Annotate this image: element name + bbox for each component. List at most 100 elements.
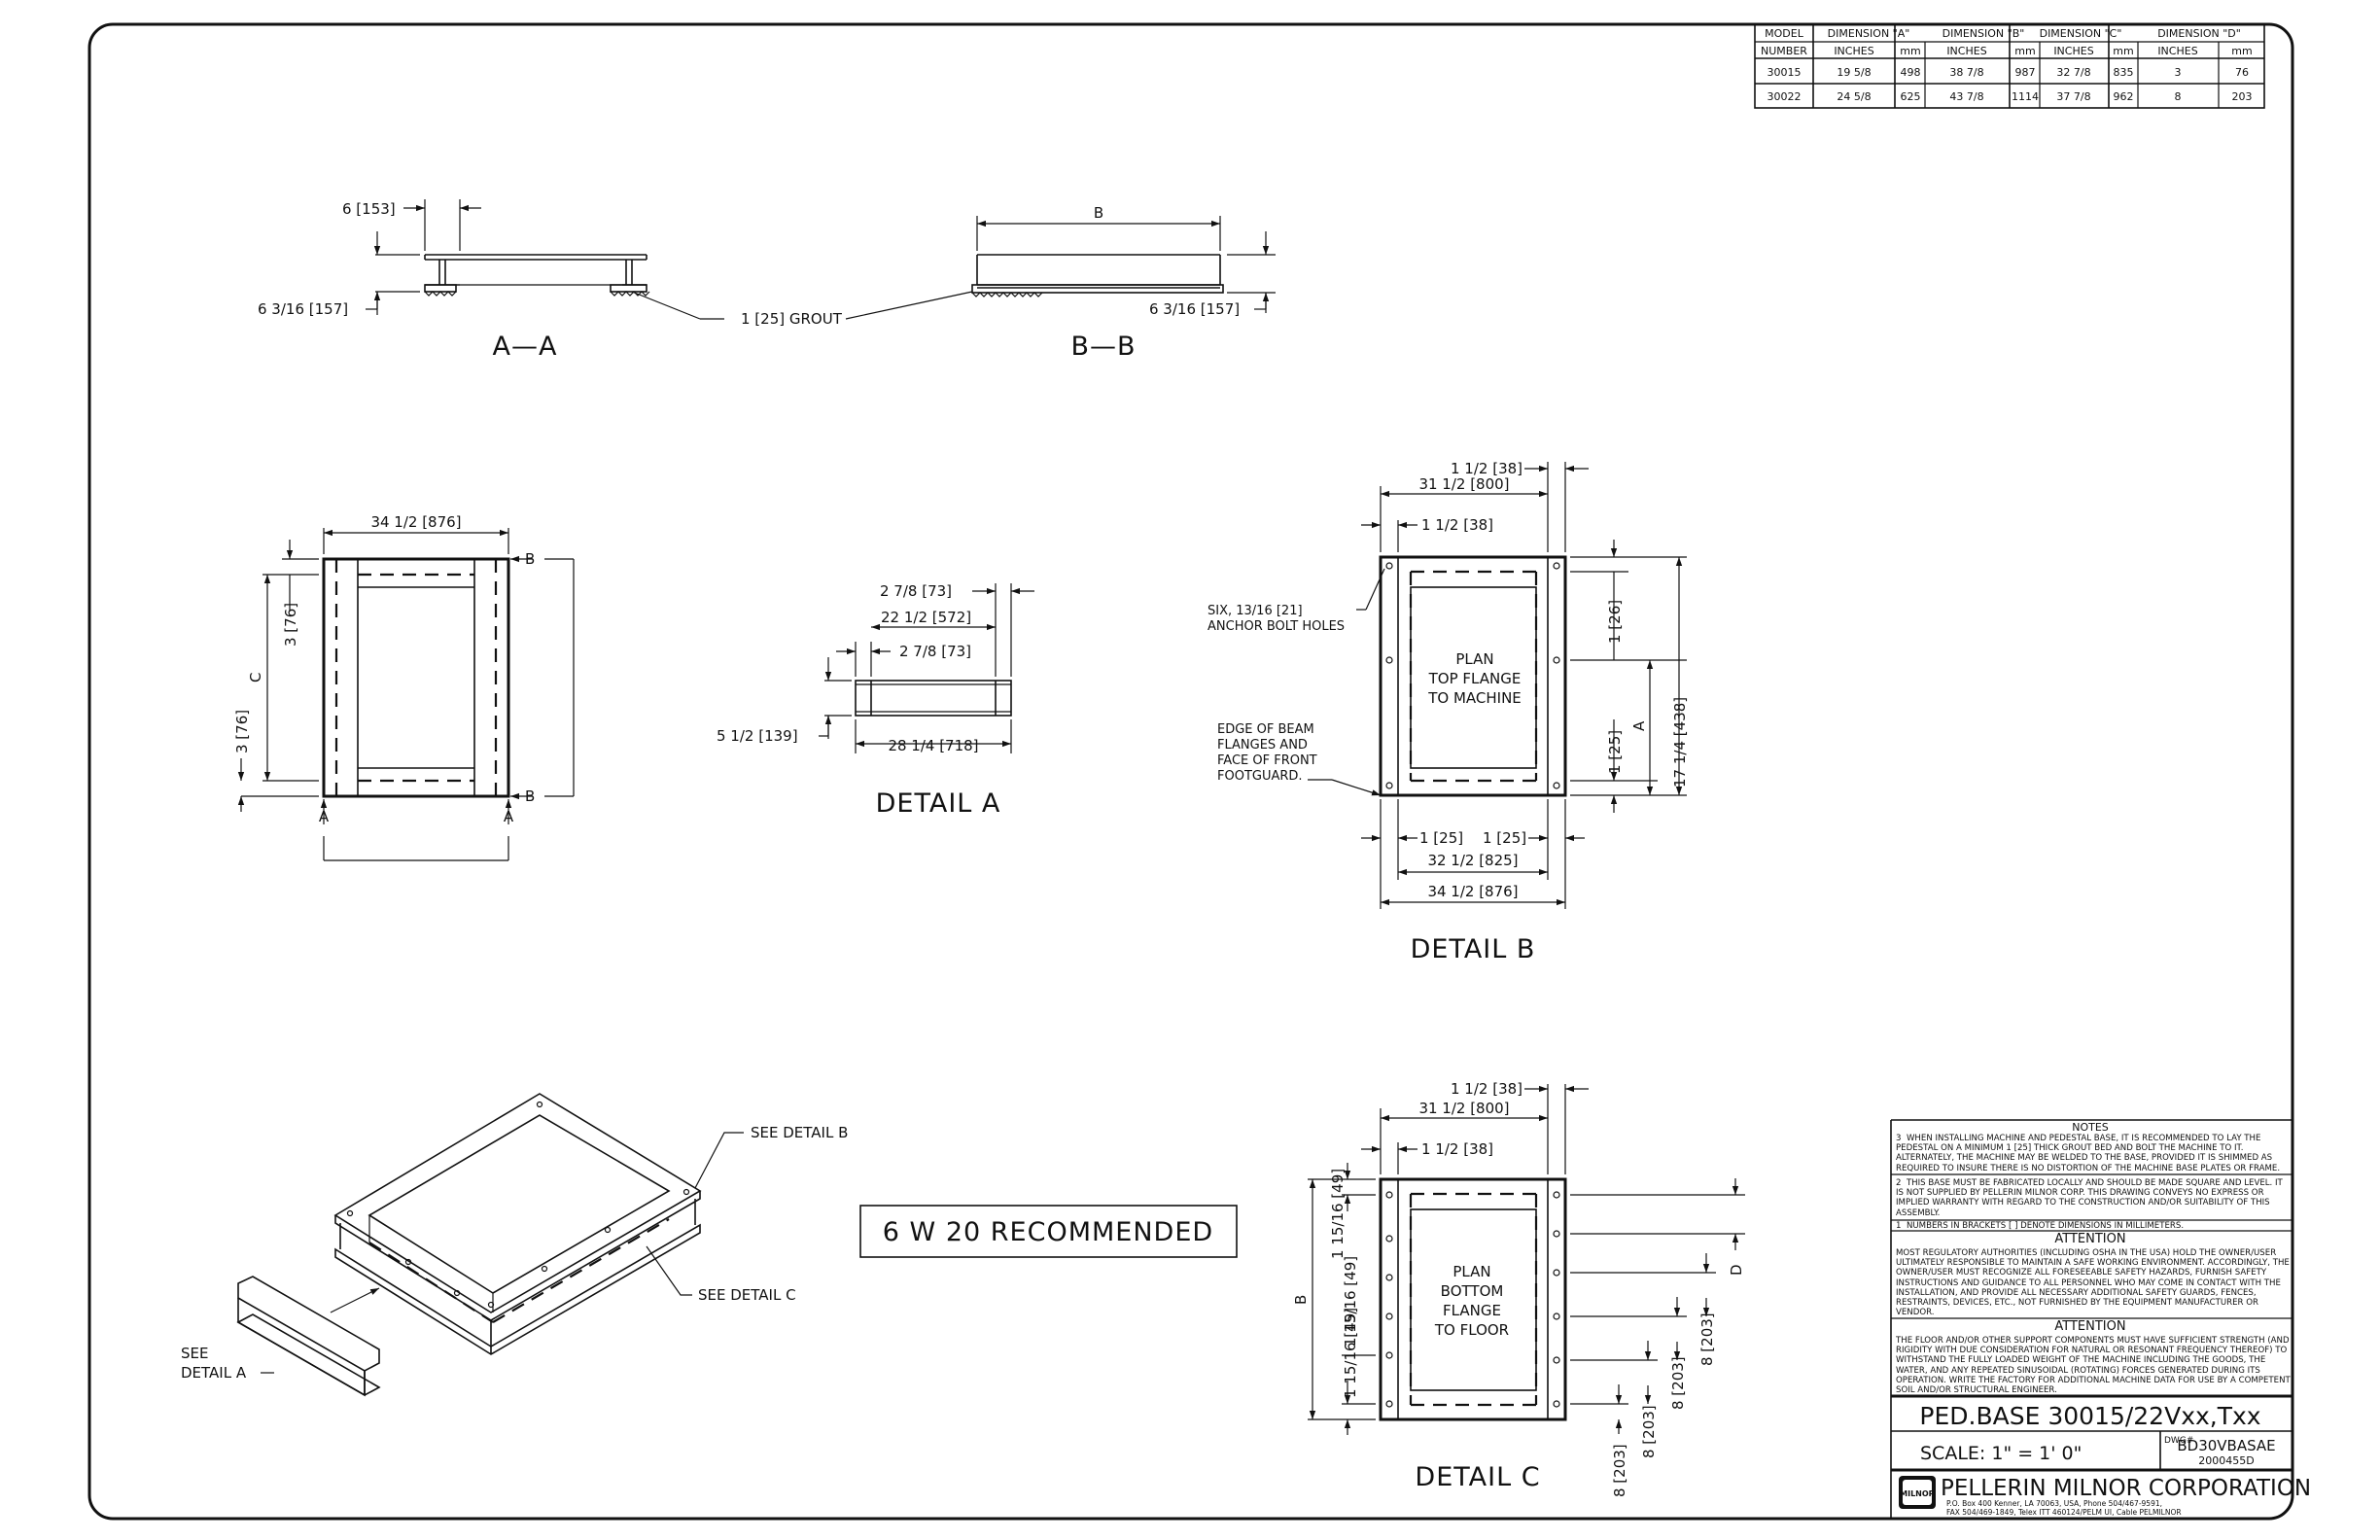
section-bb-dim-right: 6 3/16 [157] (1149, 300, 1240, 318)
plan-cut-b-top: B (525, 550, 535, 568)
detail-c-right4: 8 [203] (1611, 1444, 1628, 1497)
detail-a-d3: 2 7/8 [73] (899, 643, 971, 660)
drawing-title: PED.BASE 30015/22Vxx,Txx (1919, 1402, 2260, 1430)
detail-c-right2: 8 [203] (1669, 1356, 1687, 1410)
see-detail-c: SEE DETAIL C (698, 1286, 796, 1304)
detail-a-d1: 2 7/8 [73] (880, 582, 952, 600)
section-aa-title: A—A (493, 332, 558, 362)
table-cell: 987 (2015, 66, 2036, 79)
recommendation-text: 6 W 20 RECOMMENDED (883, 1217, 1213, 1247)
detail-a: 2 7/8 [73] 22 1/2 [572] 2 7/8 [73] 5 1/2… (717, 582, 1034, 819)
table-cell: 3 (2175, 66, 2182, 79)
attention-title: ATTENTION (2054, 1232, 2125, 1246)
table-subheader: mm (1900, 45, 1920, 57)
note-text: THIS BASE MUST BE FABRICATED LOCALLY AND… (1896, 1178, 2283, 1218)
table-subheader: INCHES (1946, 45, 1986, 57)
table-cell: 498 (1901, 66, 1921, 79)
section-a-a: 6 [153] 6 3/16 [157] 1 [25] GROUT A—A (258, 199, 973, 362)
section-bb-dim-top: B (1094, 204, 1103, 222)
table-cell: 76 (2235, 66, 2249, 79)
table-header-dim-c: DIMENSION "C" (2040, 27, 2122, 40)
attention-1: MOST REGULATORY AUTHORITIES (INCLUDING O… (1896, 1248, 2291, 1316)
table-cell: 962 (2114, 90, 2134, 103)
edge-of-beam-note: FACE OF FRONT (1217, 753, 1317, 768)
table-cell: 38 7/8 (1949, 66, 1983, 79)
table-cell: 8 (2175, 90, 2182, 103)
plan-view: 34 1/2 [876] 3 [76] C 3 [76] B B A A (233, 513, 575, 861)
detail-b-bot4: 34 1/2 [876] (1427, 883, 1518, 900)
dwg-sub-number: 2000455D (2198, 1454, 2254, 1467)
logo-text: MILNOR (1900, 1489, 1935, 1498)
detail-b-right-a: A (1630, 720, 1648, 731)
note-1: 1 NUMBERS IN BRACKETS [ ] DENOTE DIMENSI… (1896, 1221, 2291, 1231)
section-bb-title: B—B (1070, 332, 1136, 362)
detail-c-left3: 1 15/16 [49] (1342, 1308, 1359, 1398)
detail-c-plan-label: FLANGE (1443, 1302, 1501, 1319)
company-name: PELLERIN MILNOR CORPORATION (1941, 1476, 2311, 1501)
detail-c-top3: 1 1/2 [38] (1421, 1140, 1493, 1158)
table-header-dim-a: DIMENSION "A" (1828, 27, 1910, 40)
detail-b-top2: 31 1/2 [800] (1418, 475, 1509, 493)
company-address-2: FAX 504/469-1849, Telex ITT 460124/PELM … (1946, 1508, 2182, 1517)
section-aa-dim-top: 6 [153] (342, 200, 396, 218)
plan-height-c: C (247, 673, 264, 682)
plan-flange-bottom: 3 [76] (233, 710, 251, 753)
table-cell: 30015 (1768, 66, 1802, 79)
table-subheader: INCHES (1834, 45, 1873, 57)
detail-b-top1: 1 1/2 [38] (1451, 460, 1522, 477)
attention-title: ATTENTION (2054, 1319, 2125, 1334)
edge-of-beam-note: FOOTGUARD. (1217, 769, 1303, 784)
see-detail-a: SEE (181, 1345, 208, 1362)
drawing-border (88, 22, 2294, 1521)
table-subheader: mm (2113, 45, 2133, 57)
detail-b-bot3: 32 1/2 [825] (1427, 852, 1518, 869)
detail-c-plan-label: PLAN (1452, 1263, 1490, 1280)
table-cell: 835 (2114, 66, 2134, 79)
dwg-label: DWG# (2164, 1436, 2193, 1446)
see-detail-b: SEE DETAIL B (751, 1124, 848, 1141)
isometric-view: SEE DETAIL B SEE DETAIL C SEE DETAIL A (181, 1093, 848, 1397)
anchor-bolt-holes (1385, 562, 1560, 789)
detail-b-bot1: 1 [25] (1419, 829, 1463, 847)
detail-c-plan-label: BOTTOM (1441, 1282, 1504, 1300)
detail-c-left-b: B (1292, 1295, 1310, 1305)
detail-c-top2: 31 1/2 [800] (1418, 1100, 1509, 1117)
detail-c-plan-label: TO FLOOR (1434, 1321, 1509, 1339)
table-cell: 1114 (2012, 90, 2039, 103)
attention-text: THE FLOOR AND/OR OTHER SUPPORT COMPONENT… (1896, 1336, 2291, 1394)
attention-text: MOST REGULATORY AUTHORITIES (INCLUDING O… (1896, 1248, 2290, 1316)
table-cell: 43 7/8 (1949, 90, 1983, 103)
milnor-logo: MILNOR (1899, 1476, 1936, 1509)
table-subheader: NUMBER (1761, 45, 1807, 57)
plan-width: 34 1/2 [876] (370, 513, 461, 531)
recommendation-box: 6 W 20 RECOMMENDED (859, 1205, 1238, 1258)
detail-b-top3: 1 1/2 [38] (1421, 516, 1493, 534)
note-number: 2 (1896, 1178, 1902, 1188)
table-subheader: mm (2014, 45, 2035, 57)
plan-flange-top: 3 [76] (282, 603, 299, 647)
detail-b-right3: 17 1/4 [438] (1671, 697, 1689, 788)
detail-a-title: DETAIL A (876, 788, 1001, 819)
detail-a-d4: 5 1/2 [139] (717, 727, 798, 745)
anchor-holes-note: SIX, 13/16 [21] (1208, 604, 1303, 618)
table-header-dim-b: DIMENSION "B" (1942, 27, 2025, 40)
detail-c: PLAN BOTTOM FLANGE TO FLOOR 1 1/2 [38] 3… (1292, 1080, 1745, 1497)
note-number: 1 (1896, 1221, 1902, 1231)
floor-bolt-holes (1385, 1191, 1560, 1408)
detail-a-d2: 22 1/2 [572] (881, 609, 971, 626)
anchor-holes-note: ANCHOR BOLT HOLES (1208, 619, 1345, 634)
company-address-1: P.O. Box 400 Kenner, LA 70063, USA, Phon… (1946, 1499, 2162, 1508)
table-header-model: MODEL (1765, 27, 1804, 40)
note-text: NUMBERS IN BRACKETS [ ] DENOTE DIMENSION… (1906, 1221, 2185, 1231)
detail-b-bot2: 1 [25] (1483, 829, 1526, 847)
see-detail-a: DETAIL A (181, 1364, 247, 1382)
detail-b: PLAN TOP FLANGE TO MACHINE 1 1/2 [38] 31… (1208, 460, 1689, 964)
detail-c-right3: 8 [203] (1640, 1405, 1658, 1458)
note-3: 3 WHEN INSTALLING MACHINE AND PEDESTAL B… (1896, 1134, 2291, 1172)
detail-b-plan-label: PLAN (1455, 650, 1493, 668)
table-subheader: mm (2231, 45, 2252, 57)
plan-cut-a-right: A (504, 808, 514, 825)
table-cell: 203 (2232, 90, 2253, 103)
note-text: WHEN INSTALLING MACHINE AND PEDESTAL BAS… (1896, 1134, 2281, 1172)
grout-label: 1 [25] GROUT (741, 310, 843, 328)
